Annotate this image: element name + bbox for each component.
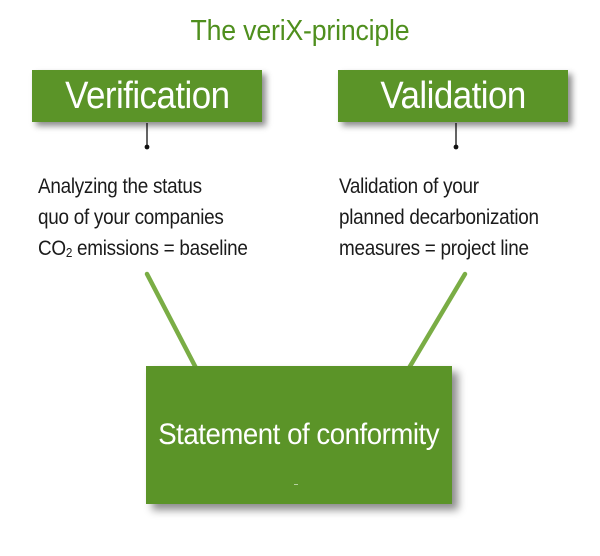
statement-of-conformity-label: Statement of conformity bbox=[158, 418, 440, 451]
left-connector-line bbox=[144, 271, 199, 371]
verification-pointer bbox=[144, 123, 150, 150]
validation-box: Validation bbox=[338, 70, 568, 122]
right-connector-line bbox=[406, 271, 468, 371]
validation-description-line-2: planned decarbonization bbox=[339, 206, 539, 229]
verification-pointer-dot bbox=[144, 144, 150, 150]
verification-label: Verification bbox=[64, 75, 230, 117]
validation-label: Validation bbox=[380, 75, 526, 117]
verification-description: Analyzing the status quo of your compani… bbox=[38, 171, 271, 268]
decorative-dash bbox=[294, 484, 298, 485]
co2-prefix: CO bbox=[38, 237, 66, 260]
diagram-title: The veriX-principle bbox=[190, 15, 410, 47]
validation-pointer bbox=[453, 123, 459, 150]
co2-subscript: 2 bbox=[65, 245, 73, 260]
baseline-text: emissions = baseline bbox=[72, 237, 248, 260]
statement-of-conformity-box: Statement of conformity bbox=[146, 366, 452, 504]
validation-description-line-3: measures = project line bbox=[339, 237, 529, 260]
verification-box: Verification bbox=[32, 70, 262, 122]
verification-description-line-3: CO2 emissions = baseline bbox=[38, 233, 248, 268]
verification-description-line-2: quo of your companies bbox=[38, 206, 224, 229]
validation-pointer-dot bbox=[453, 144, 459, 150]
validation-description-line-1: Validation of your bbox=[339, 175, 479, 198]
verification-description-line-1: Analyzing the status bbox=[38, 175, 202, 198]
validation-description: Validation of your planned decarbonizati… bbox=[339, 171, 561, 264]
